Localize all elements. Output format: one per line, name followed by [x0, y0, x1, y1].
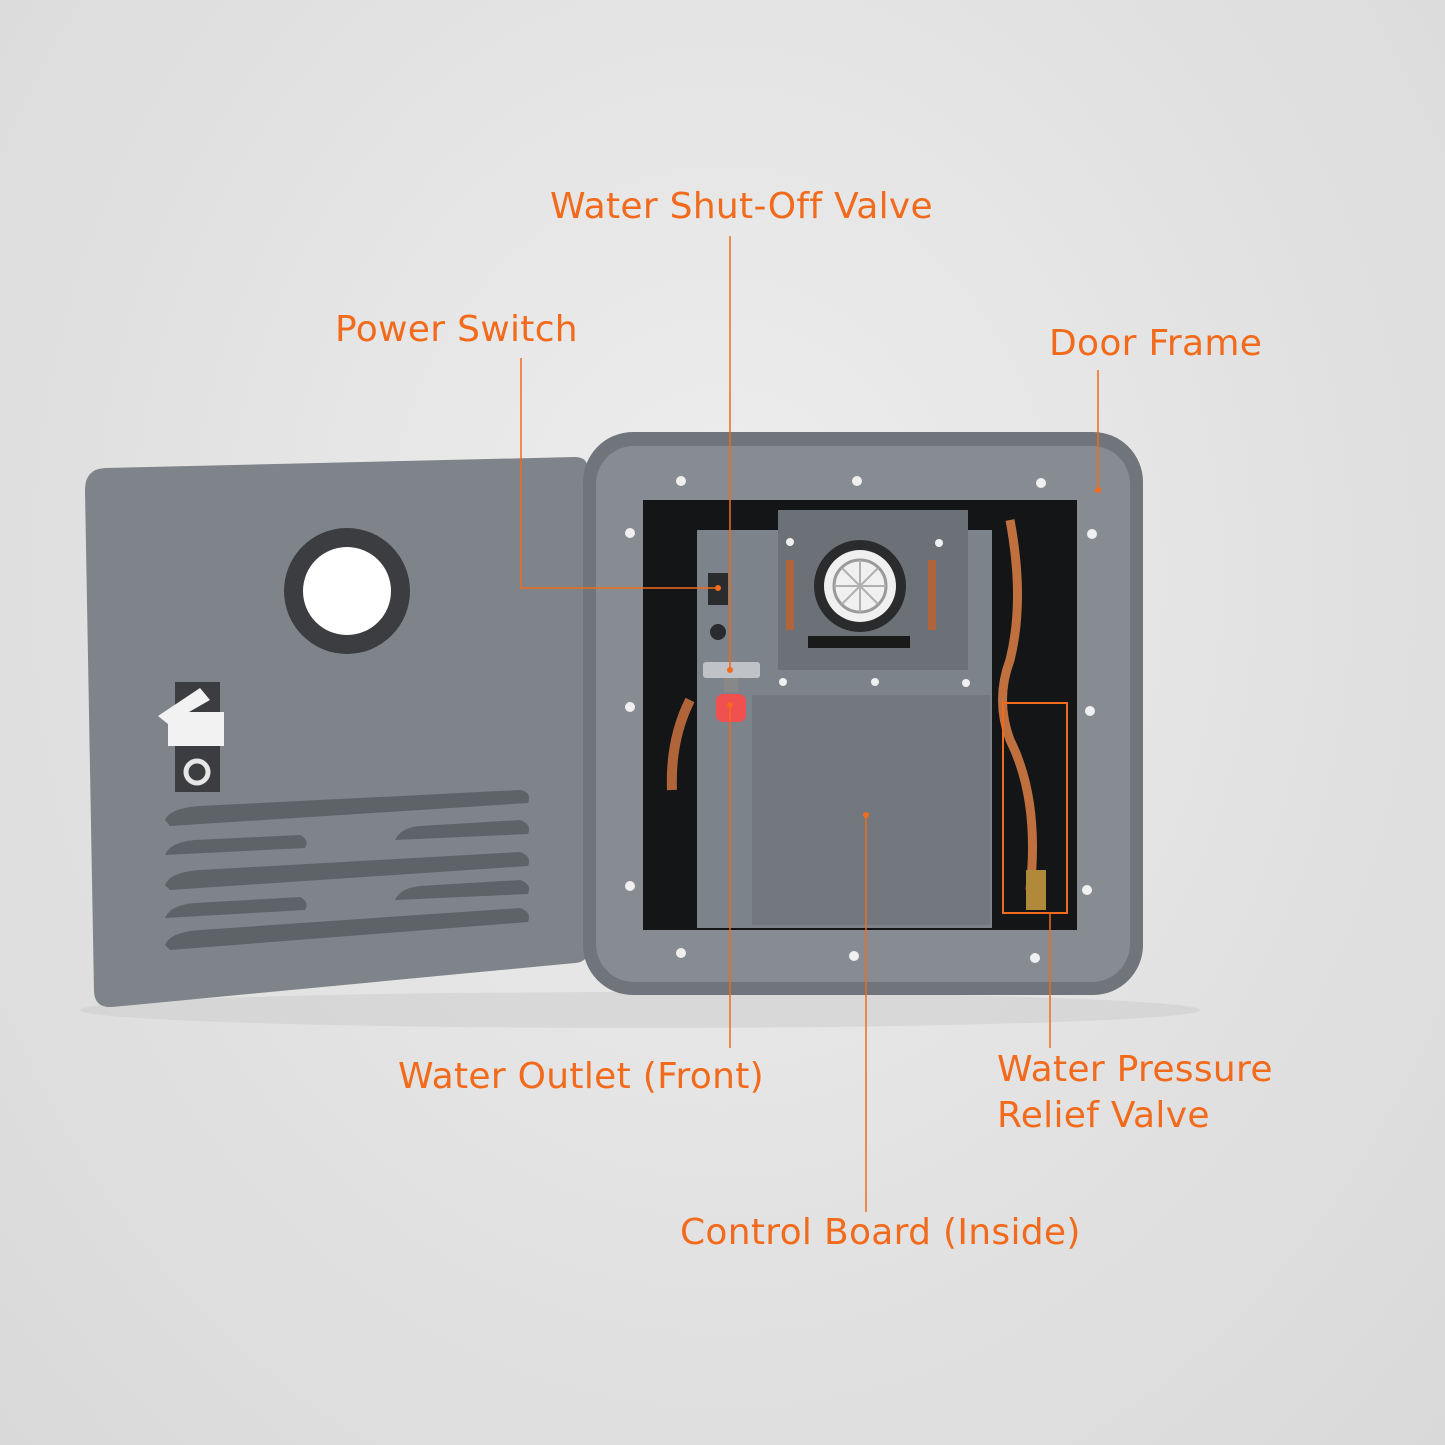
access-door	[85, 457, 623, 1008]
door-vents	[165, 790, 529, 950]
door-frame-body	[583, 432, 1143, 995]
label-water-outlet: Water Outlet (Front)	[398, 1056, 764, 1097]
label-pressure-relief-line1: Water Pressure	[997, 1049, 1273, 1090]
label-water-shutoff-valve: Water Shut-Off Valve	[550, 186, 933, 227]
label-control-board: Control Board (Inside)	[680, 1212, 1081, 1253]
pressure-relief-highlight-box	[1002, 702, 1068, 914]
label-power-switch: Power Switch	[335, 309, 578, 350]
leader-lines	[520, 236, 1099, 1212]
label-pressure-relief-line2: Relief Valve	[997, 1095, 1210, 1136]
label-door-frame: Door Frame	[1049, 323, 1263, 364]
power-switch-leader	[520, 358, 718, 589]
